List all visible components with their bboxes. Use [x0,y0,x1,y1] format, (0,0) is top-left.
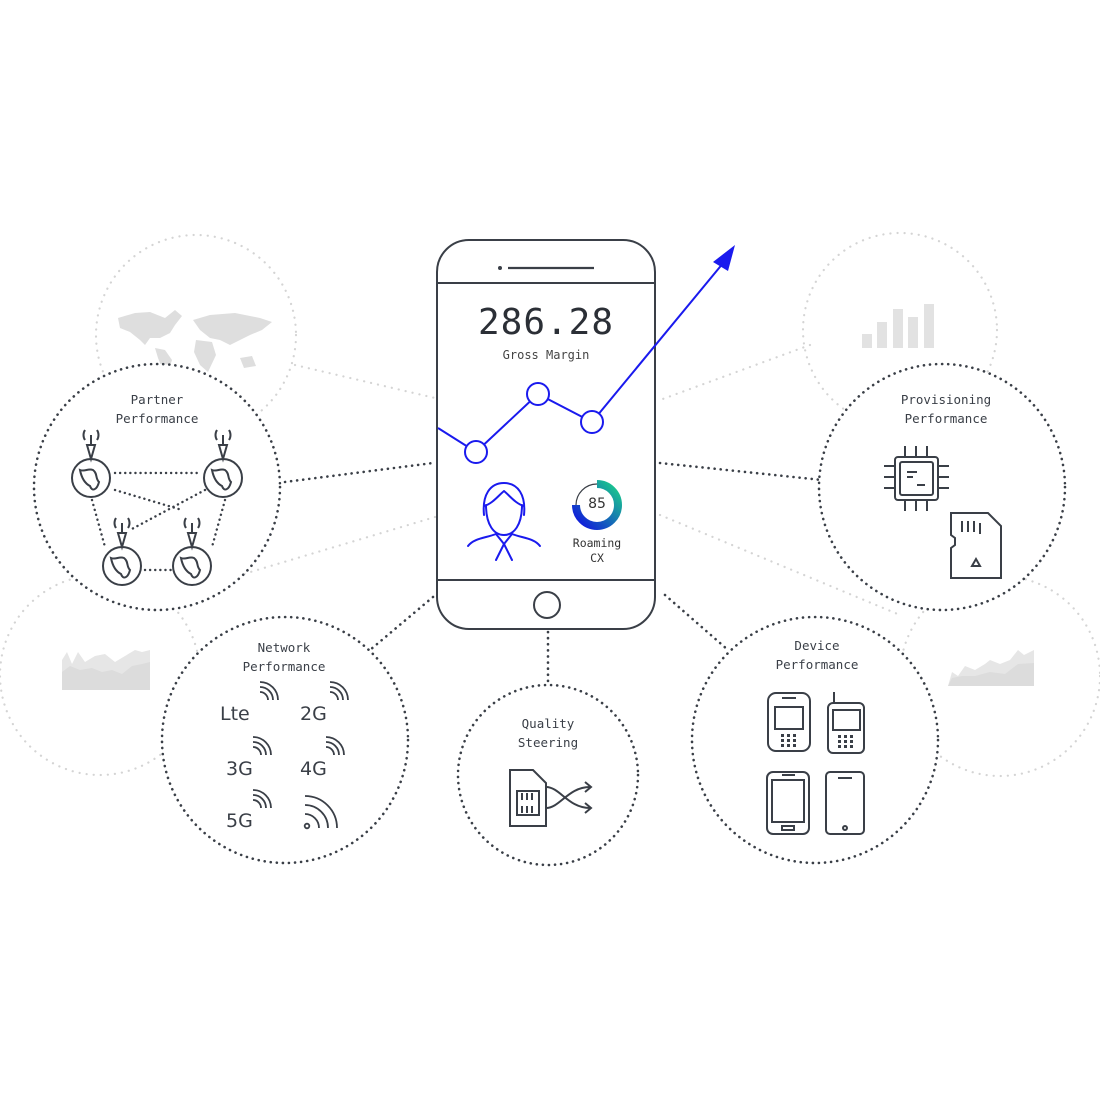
globe-node [172,517,212,586]
network-5g-label: 5G [226,810,253,832]
title-line2: Performance [904,411,988,426]
globe-node [102,517,142,586]
touch-phone-icon [766,771,810,835]
arrow-head-icon [713,245,735,271]
provisioning-performance-title: Provisioning Performance [901,390,991,428]
mobile-devices-icon [766,692,865,835]
feature-phone-icon [767,692,811,752]
title-line1: Provisioning [900,392,992,407]
user-avatar-icon [467,482,541,561]
area-chart-icon-right [948,650,1034,686]
connectors [283,461,824,685]
home-button [533,591,561,619]
title-line1: Partner [130,392,184,407]
network-lte-label: Lte [220,703,250,725]
gross-margin-value: 286.28 [477,302,615,343]
node-circles [32,362,1067,867]
network-4g-label: 4G [300,758,327,780]
quality-steering-title: Quality Steering [518,714,578,752]
title-line1: Device [794,638,840,653]
network-2g-label: 2G [300,703,327,725]
smartphone-icon [825,771,865,835]
sim-shuffle-icon [509,769,593,827]
title-line2: Steering [517,735,579,750]
title-line2: Performance [242,659,326,674]
sd-card-icon [950,512,1002,579]
wifi-signal-icon [303,795,338,830]
chip-icon [884,446,949,511]
title-line2: Performance [775,657,859,672]
gauge-label-line1: Roaming [572,536,622,550]
globe-node [71,429,111,498]
antenna-phone-icon [827,692,865,754]
partner-performance-title: Partner Performance [116,390,199,428]
world-map-icon [118,310,272,372]
globe-tower-network-icon [71,429,243,586]
area-chart-icon-left [62,650,150,690]
roaming-cx-gauge [572,480,622,530]
gauge-label: Roaming CX [573,536,621,566]
gauge-label-line2: CX [590,551,604,565]
phone-device [436,239,656,630]
title-line1: Network [257,640,311,655]
globe-node [203,429,243,498]
network-performance-title: Network Performance [243,638,326,676]
title-line1: Quality [521,716,575,731]
bar-chart-icon [862,304,934,348]
network-3g-label: 3G [226,758,253,780]
device-performance-title: Device Performance [776,636,859,674]
gauge-value: 85 [588,496,606,512]
gross-margin-label: Gross Margin [502,348,590,362]
signal-arcs [252,681,349,830]
title-line2: Performance [115,411,199,426]
trend-line-chart [437,245,735,464]
